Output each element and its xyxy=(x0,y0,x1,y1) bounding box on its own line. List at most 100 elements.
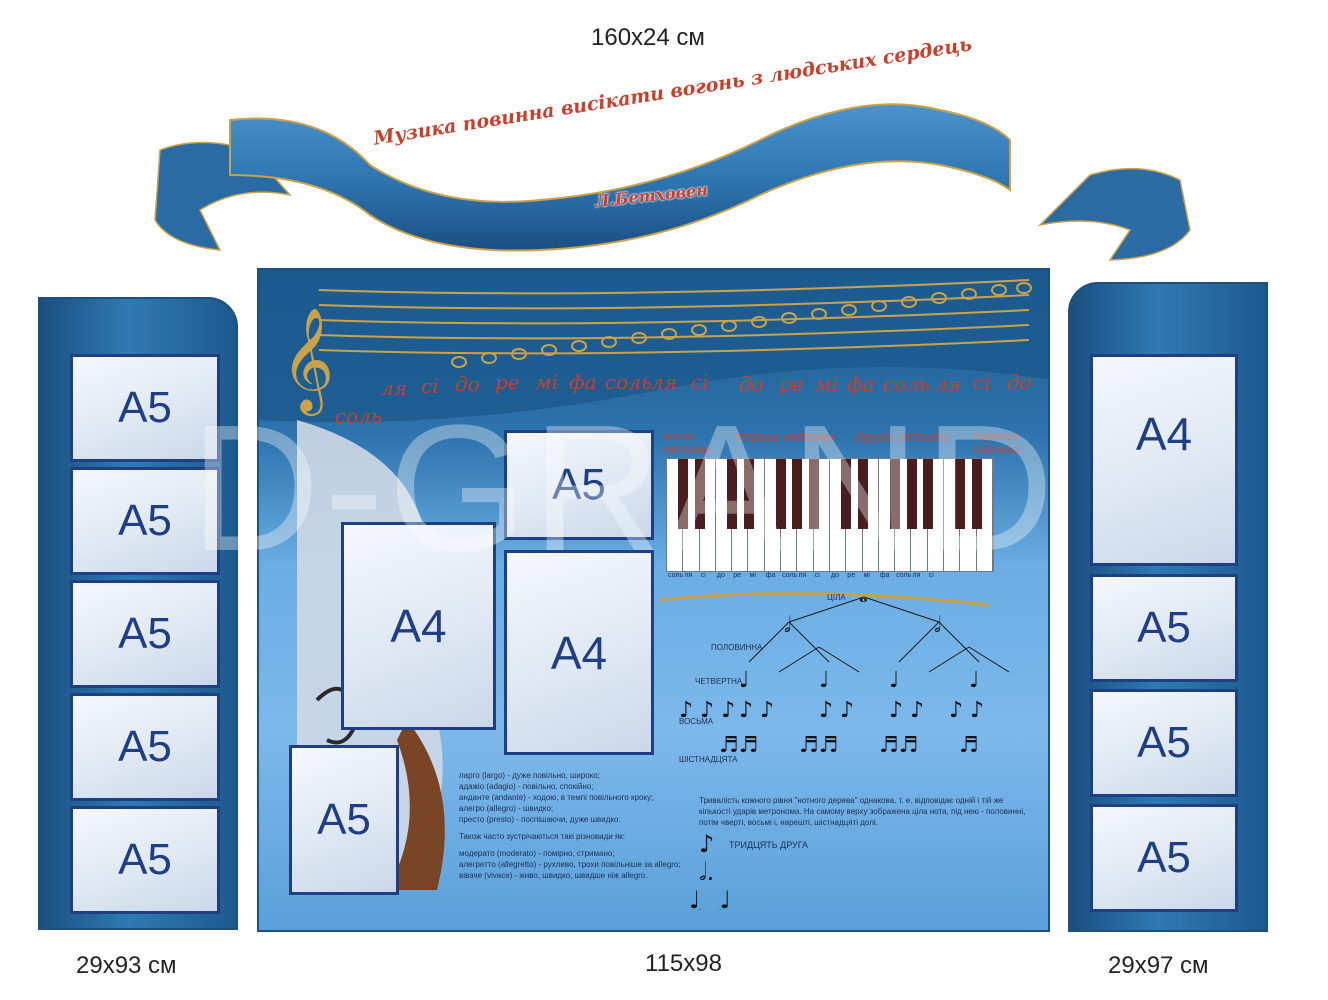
right-dimension-label: 29x97 см xyxy=(1108,952,1209,979)
piano-black-key xyxy=(906,459,917,529)
tree-label-sixteenth: ШІСТНАДЦЯТА xyxy=(679,755,738,764)
svg-text:𝅗𝅥.: 𝅗𝅥. xyxy=(699,858,714,886)
staff-note: ля xyxy=(651,370,677,394)
staff-note: сі xyxy=(691,370,709,394)
tempo-term: адажіо (adagio) - повільно, спокійно; xyxy=(459,782,594,791)
keyboard-note: до xyxy=(716,572,725,579)
right-pocket-3[interactable]: A5 xyxy=(1090,804,1238,912)
svg-text:♬♬: ♬♬ xyxy=(879,733,918,758)
center-wave-header: 𝄞 xyxy=(259,270,1048,422)
left-pocket-5[interactable]: A5 xyxy=(70,806,220,914)
tempo-term: алегро (allegro) - швидко; xyxy=(459,804,554,813)
piano-black-key xyxy=(841,459,852,529)
svg-text:𝅝: 𝅝 xyxy=(859,592,868,608)
svg-text:♬♬: ♬♬ xyxy=(719,733,758,758)
svg-text:♪ ♪ ♪: ♪ ♪ ♪ xyxy=(679,698,735,723)
center-pocket-a4-left[interactable]: A4 xyxy=(341,522,496,730)
right-panel: A4 A5 A5 A5 xyxy=(1068,282,1268,932)
staff-note: сі xyxy=(973,370,991,394)
svg-text:♪: ♪ xyxy=(699,830,714,858)
duration-description: Тривалість кожного рівня "нотного дерева… xyxy=(699,796,1026,827)
ribbon-banner xyxy=(154,103,1191,261)
staff-note: соль xyxy=(335,404,382,428)
tie-notes: ♪𝅗𝅥.♩‿♩ xyxy=(689,830,731,910)
staff-note: ля xyxy=(935,372,961,396)
piano-black-key xyxy=(727,459,738,529)
tempo-term: анданте (andante) - ходою, в темпі повіл… xyxy=(459,793,654,802)
keyboard-note: фа xyxy=(765,572,776,579)
tree-label-eighth: ВОСЬМА xyxy=(679,717,714,726)
staff-note: мі xyxy=(535,370,558,394)
right-pocket-1[interactable]: A5 xyxy=(1090,574,1238,682)
piano-black-key xyxy=(776,459,787,529)
left-pocket-4[interactable]: A5 xyxy=(70,693,220,801)
center-pocket-a5-bottom[interactable]: A5 xyxy=(289,745,399,895)
tempo-term: ларго (largo) - дуже повільно, широко; xyxy=(459,771,600,780)
svg-text:♩: ♩ xyxy=(889,668,899,693)
keyboard-note: фа xyxy=(879,572,890,579)
piano-black-key xyxy=(955,459,966,529)
right-pocket-2[interactable]: A5 xyxy=(1090,689,1238,797)
staff-note: соль xyxy=(883,372,930,396)
piano-black-key xyxy=(971,459,982,529)
staff-note: фа xyxy=(847,372,875,396)
staff-note: ля xyxy=(381,376,407,400)
piano-black-key xyxy=(792,459,803,529)
svg-text:𝄞: 𝄞 xyxy=(281,307,334,416)
note-duration-tree: 𝅝 𝅗𝅥𝅗𝅥 ♩♩♩♩ ♪ ♪ ♪♪ ♪♪ ♪♪ ♪♪ ♪ ♬♬♬♬♬♬♬♬ xyxy=(679,592,1009,758)
tree-label-quarter: ЧЕТВЕРТНА xyxy=(695,677,743,686)
keyboard-note: мі xyxy=(749,572,756,579)
keyboard-note: ре xyxy=(733,572,741,579)
keyboard-note: ре xyxy=(847,572,856,579)
right-pocket-a4[interactable]: A4 xyxy=(1090,354,1238,566)
svg-text:♪ ♪: ♪ ♪ xyxy=(739,698,774,723)
keyboard-note: соль xyxy=(896,572,912,579)
piano-black-key xyxy=(922,459,933,529)
keyboard-note: ля xyxy=(798,572,807,579)
svg-text:𝅗𝅥: 𝅗𝅥 xyxy=(934,613,941,638)
center-pocket-a4-middle[interactable]: A4 xyxy=(504,550,654,755)
tree-label-whole: ЦІЛА xyxy=(827,593,846,602)
tempo-variant: віваче (vivace) - живо, швидко, швидше н… xyxy=(459,871,648,880)
svg-text:♩: ♩ xyxy=(819,668,829,693)
watermark: D-GRAND xyxy=(190,388,1058,589)
svg-text:♪ ♪: ♪ ♪ xyxy=(889,698,924,723)
top-dimension-label: 160x24 см xyxy=(591,24,705,51)
staff-note: сі xyxy=(421,374,439,398)
octave-label: третя октава xyxy=(973,429,1021,456)
piano-black-key xyxy=(808,459,819,529)
piano-black-key xyxy=(678,459,689,529)
svg-text:♪ ♪: ♪ ♪ xyxy=(819,698,854,723)
tempo-variant: модерато (moderato) - помірно, стримано; xyxy=(459,849,615,858)
piano-black-key xyxy=(694,459,705,529)
staff-note: ре xyxy=(495,370,520,394)
staff-note: соль xyxy=(605,370,652,394)
tempo-intro: Також часто зустрічаються такі різновиди… xyxy=(459,832,625,841)
left-pocket-1[interactable]: A5 xyxy=(70,354,220,462)
keyboard-note: ля xyxy=(912,572,921,579)
left-pocket-3[interactable]: A5 xyxy=(70,580,220,688)
staff-note: фа xyxy=(569,370,597,394)
left-pocket-2[interactable]: A5 xyxy=(70,467,220,575)
left-panel: A5 A5 A5 A5 A5 xyxy=(38,297,238,930)
staff-note: ре xyxy=(779,372,804,396)
staff-note: до xyxy=(455,372,480,396)
tempo-variant: алегретто (allegretto) - рухливо, трохи … xyxy=(459,860,681,869)
piano-black-key xyxy=(890,459,901,529)
keyboard-note: до xyxy=(831,572,839,579)
keyboard-note: сі xyxy=(700,572,706,579)
tree-label-half: ПОЛОВИННА xyxy=(711,643,763,652)
staff-note: до xyxy=(739,372,764,396)
octave-label: перша октава xyxy=(735,430,835,445)
piano-black-key xyxy=(857,459,868,529)
center-dimension-label: 115x98 xyxy=(645,950,722,977)
octave-label: мала октава xyxy=(663,429,711,456)
keyboard-note: сі xyxy=(928,572,934,579)
svg-text:♬♬: ♬♬ xyxy=(799,733,838,758)
center-panel: 𝄞 соль ля сі до ре мі фа соль ля сі до р… xyxy=(257,268,1050,932)
center-pocket-a5-top[interactable]: A5 xyxy=(504,430,654,540)
piano-black-key xyxy=(743,459,754,529)
svg-text:♩: ♩ xyxy=(739,668,749,693)
piano-keyboard xyxy=(666,458,994,572)
